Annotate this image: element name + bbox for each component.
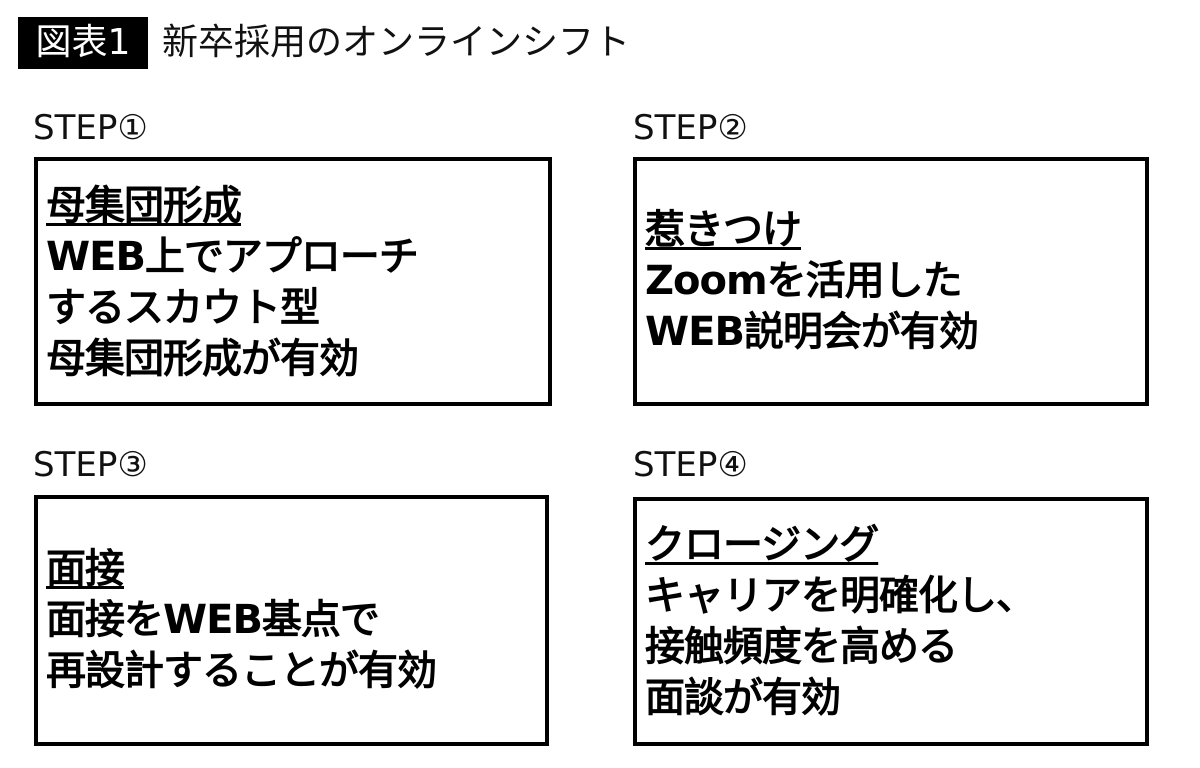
step-3-heading: 面接 (46, 546, 125, 592)
step-4-line: キャリアを明確化し、 (645, 572, 1036, 619)
step-1-line: 母集団形成が有効 (46, 336, 359, 382)
step-2-box: 惹きつけ Zoomを活用した WEB説明会が有効 (633, 157, 1149, 406)
step-1-label: STEP① (33, 108, 148, 148)
figure-title: 新卒採用のオンラインシフト (162, 22, 631, 63)
step-1-heading: 母集団形成 (46, 183, 242, 229)
step-3-line: 再設計することが有効 (46, 648, 437, 694)
step-2-line: WEB説明会が有効 (645, 309, 979, 355)
step-1-box: 母集団形成 WEB上でアプローチ するスカウト型 母集団形成が有効 (34, 157, 552, 406)
step-3-label: STEP③ (33, 445, 148, 485)
figure-badge: 図表1 (18, 17, 148, 69)
step-1-line: するスカウト型 (46, 285, 320, 331)
step-1-line: WEB上でアプローチ (46, 234, 419, 280)
step-4-label: STEP④ (633, 445, 748, 485)
step-3-box: 面接 面接をWEB基点で 再設計することが有効 (34, 495, 549, 746)
step-4-line: 接触頻度を高める (645, 623, 958, 670)
step-4-heading: クロージング (645, 521, 879, 568)
step-3-line: 面接をWEB基点で (46, 597, 380, 643)
step-2-heading: 惹きつけ (645, 207, 802, 253)
step-2-label: STEP② (633, 108, 748, 148)
step-4-line: 面談が有効 (645, 674, 841, 721)
step-2-line: Zoomを活用した (645, 258, 963, 304)
step-4-box: クロージング キャリアを明確化し、 接触頻度を高める 面談が有効 (633, 497, 1149, 746)
